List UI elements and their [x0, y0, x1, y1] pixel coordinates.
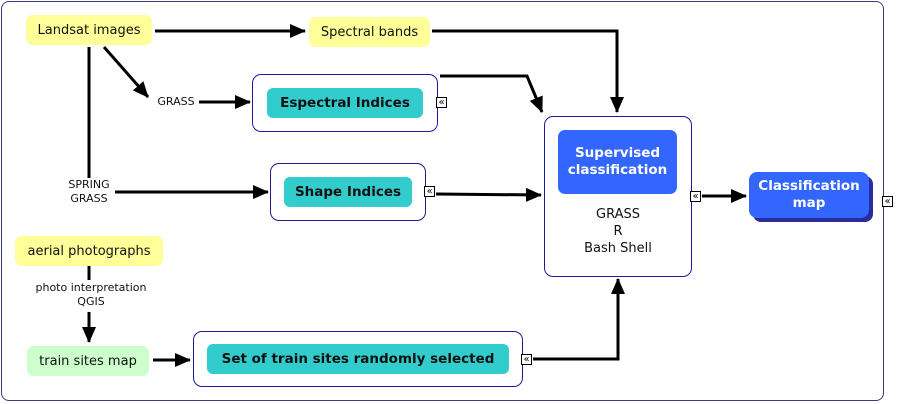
edge-label-photo: photo interpretation [35, 281, 147, 294]
edge-landsat-grass [102, 46, 150, 98]
edge-shape-supervised [435, 187, 542, 202]
tool-grass: GRASS [596, 207, 640, 222]
expand-icon-train-sites[interactable]: « [521, 354, 532, 365]
node-spectral-bands[interactable]: Spectral bands [309, 17, 430, 47]
node-train-sites-set[interactable]: Set of train sites randomly selected [207, 344, 509, 374]
expand-icon-classification-map[interactable]: « [882, 196, 893, 207]
edge-label-spring: SPRING [68, 178, 110, 191]
tool-bash-shell: Bash Shell [584, 241, 652, 256]
node-espectral-indices[interactable]: Espectral Indices [267, 88, 423, 118]
edge-label-grass: GRASS [153, 95, 199, 109]
node-shape-indices[interactable]: Shape Indices [284, 177, 412, 207]
edge-label-grass-2: GRASS [70, 192, 108, 205]
node-landsat-images[interactable]: Landsat images [26, 15, 152, 45]
edge-label-spring-grass: SPRING GRASS [63, 178, 115, 206]
node-supervised-classification[interactable]: Supervised classification [558, 130, 677, 194]
node-classification-map[interactable]: Classification map [749, 172, 869, 218]
group-train-sites-set[interactable]: Set of train sites randomly selected [193, 331, 523, 387]
expand-icon-shape[interactable]: « [424, 186, 435, 197]
tool-r: R [613, 224, 623, 239]
group-espectral-indices[interactable]: Espectral Indices [252, 74, 438, 132]
edge-trainset-supervised [533, 278, 625, 361]
group-shape-indices[interactable]: Shape Indices [270, 163, 426, 221]
expand-icon-espectral[interactable]: « [436, 97, 447, 108]
edge-spectral-supervised [432, 29, 624, 113]
node-train-sites-map[interactable]: train sites map [27, 346, 149, 376]
edge-espectral-supervised [440, 74, 544, 113]
edge-label-qgis: QGIS [77, 295, 105, 308]
tools-list: GRASS R Bash Shell [560, 206, 676, 257]
edge-label-photo-interpretation: photo interpretation QGIS [28, 281, 154, 309]
node-aerial-photographs[interactable]: aerial photographs [15, 236, 163, 266]
expand-icon-supervised[interactable]: « [690, 191, 701, 202]
